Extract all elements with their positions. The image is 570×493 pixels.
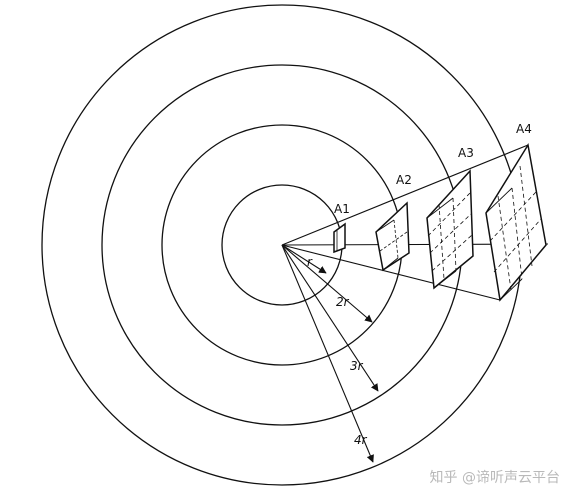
label-a4: A4: [516, 122, 532, 136]
area-a4: [485, 142, 547, 302]
arrow-3r: [281, 244, 379, 392]
arrow-4r: [281, 244, 374, 463]
label-3r: 3r: [350, 359, 364, 373]
arrow-2r: [281, 244, 373, 323]
label-r: r: [307, 255, 313, 269]
arrow-r: [281, 244, 327, 274]
label-a1: A1: [334, 202, 350, 216]
label-a3: A3: [458, 146, 474, 160]
label-4r: 4r: [354, 433, 368, 447]
label-a2: A2: [396, 173, 412, 187]
labels: A1 A2 A3 A4 r 2r 3r 4r: [307, 122, 532, 447]
area-a1: [333, 222, 346, 254]
label-2r: 2r: [336, 295, 350, 309]
watermark: 知乎 @谛听声云平台: [429, 470, 560, 486]
area-a3: [426, 169, 474, 290]
area-a2: [375, 201, 410, 272]
radius-arrows: [281, 244, 379, 463]
